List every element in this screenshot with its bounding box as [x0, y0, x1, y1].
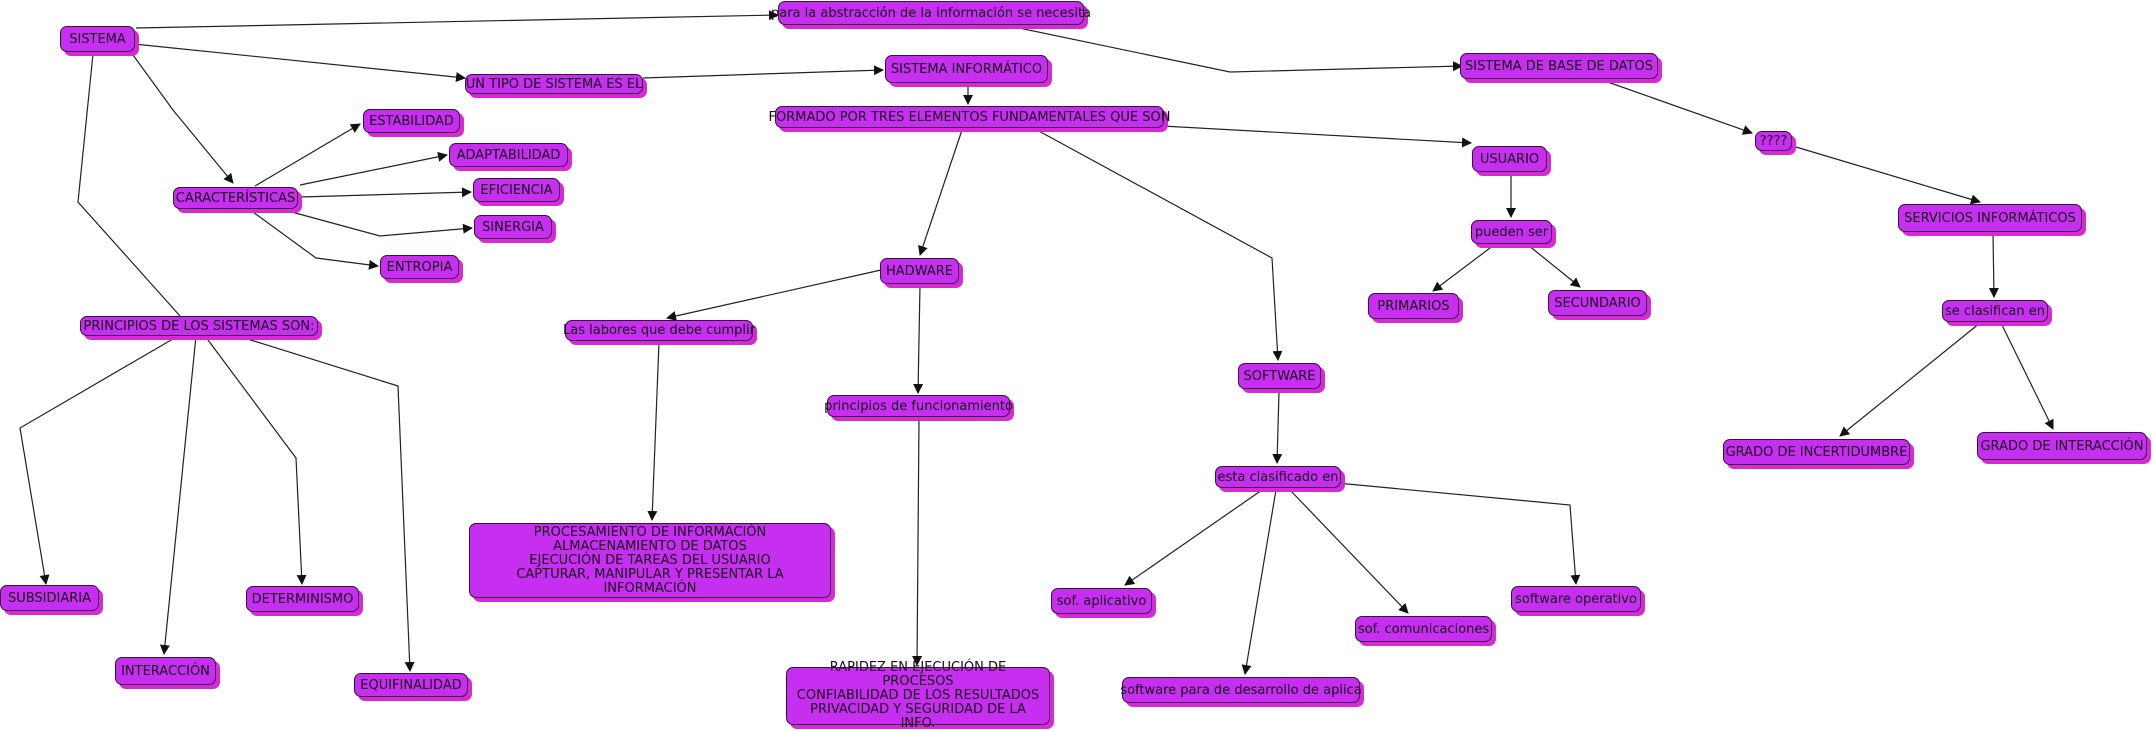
node-primarios[interactable]: PRIMARIOS: [1368, 293, 1459, 319]
link-pueden-secundario: [1527, 244, 1581, 288]
node-servicios-informaticos[interactable]: SERVICIOS INFORMÁTICOS: [1898, 204, 2082, 232]
link-hadware-funcionamiento: [913, 284, 924, 394]
node-pueden-ser[interactable]: pueden ser: [1471, 220, 1552, 244]
node-software-operativo[interactable]: software operativo: [1511, 586, 1641, 612]
node-esta-clasificado-en[interactable]: esta clasificado en: [1215, 466, 1341, 488]
node-formado-por-tres-elementos[interactable]: FORMADO POR TRES ELEMENTOS FUNDAMENTALES…: [769, 106, 1170, 128]
node-sinergia[interactable]: SINERGIA: [474, 215, 552, 239]
link-clasifican-incertidumbre: [1839, 322, 1981, 437]
link-tipo-informatico: [642, 65, 884, 79]
link-clas-aplicativo: [1124, 489, 1263, 586]
link-formado-usuario: [1161, 125, 1472, 148]
link-funcionamiento-rapidez: [912, 418, 923, 666]
node-secundario[interactable]: SECUNDARIO: [1548, 290, 1647, 316]
node-estabilidad[interactable]: ESTABILIDAD: [363, 109, 460, 133]
node-grado-interaccion[interactable]: GRADO DE INTERACCIÓN: [1977, 432, 2147, 460]
node-hadware[interactable]: HADWARE: [880, 258, 959, 284]
link-pri-determinismo: [204, 335, 307, 585]
link-clas-desarrollo: [1241, 489, 1277, 675]
link-clasifican-interaccion: [2000, 322, 2054, 430]
link-labores-procesamiento: [647, 341, 660, 521]
node-se-clasifican-en[interactable]: se clasifican en: [1942, 300, 2048, 322]
link-pri-subsidiaria: [19, 335, 179, 585]
link-car-adaptabilidad: [299, 151, 448, 186]
link-abstraccion-basedatos: [999, 23, 1463, 73]
link-sistema-abstraccion: [135, 10, 779, 29]
node-software[interactable]: SOFTWARE: [1238, 363, 1321, 389]
link-clas-operativo: [1336, 482, 1581, 585]
link-basedatos-interrogantes: [1601, 79, 1753, 135]
node-adaptabilidad[interactable]: ADAPTABILIDAD: [449, 143, 568, 167]
link-car-entropia: [252, 211, 379, 270]
node-principios[interactable]: PRINCIPIOS DE LOS SISTEMAS SON:: [80, 316, 318, 336]
link-pueden-primarios: [1432, 244, 1495, 292]
node-abstraccion[interactable]: para la abstracción de la información se…: [771, 1, 1091, 25]
link-pri-equifinalidad: [237, 335, 415, 672]
node-interrogantes[interactable]: ????: [1755, 131, 1792, 151]
link-sistema-tipo: [133, 43, 466, 83]
link-car-estabilidad: [254, 123, 361, 187]
node-sistema-informatico[interactable]: SISTEMA INFORMÁTICO: [885, 55, 1048, 83]
node-sof-aplicativo[interactable]: sof. aplicativo: [1051, 588, 1152, 614]
node-subsidiaria[interactable]: SUBSIDIARIA: [0, 585, 99, 611]
link-clas-comunicaciones: [1289, 489, 1409, 614]
node-interaccion[interactable]: INTERACCIÓN: [115, 657, 216, 685]
node-equifinalidad[interactable]: EQUIFINALIDAD: [354, 673, 468, 697]
link-hadware-labores: [666, 269, 882, 321]
link-pri-interaccion: [159, 335, 197, 655]
node-sistema-base-de-datos[interactable]: SISTEMA DE BASE DE DATOS: [1460, 53, 1658, 79]
node-sistema[interactable]: SISTEMA: [60, 26, 135, 52]
link-interrogantes-servicios: [1795, 146, 1981, 205]
node-rapidez[interactable]: RAPIDEZ EN EJECUCIÓN DE PROCESOS CONFIAB…: [786, 661, 1050, 731]
link-car-eficiencia: [299, 187, 472, 198]
link-formado-hadware: [918, 129, 963, 256]
node-procesamiento[interactable]: PROCESAMIENTO DE INFORMACIÓN ALMACENAMIE…: [469, 523, 831, 598]
node-caracteristicas[interactable]: CARACTERÍSTICAS: [173, 187, 298, 209]
node-tipo-de-sistema[interactable]: UN TIPO DE SISTEMA ES EL: [465, 74, 643, 94]
node-usuario[interactable]: USUARIO: [1472, 146, 1547, 172]
link-servicios-clasifican: [1988, 233, 1999, 298]
node-sof-comunicaciones[interactable]: sof. comunicaciones: [1355, 616, 1492, 642]
node-grado-incertidumbre[interactable]: GRADO DE INCERTIDUMBRE: [1723, 439, 1910, 465]
node-entropia[interactable]: ENTROPIA: [380, 255, 459, 279]
node-principios-funcionamiento[interactable]: principios de funcionamiento: [824, 395, 1013, 417]
node-eficiencia[interactable]: EFICIENCIA: [473, 178, 560, 202]
link-sistema-caracteristicas: [132, 54, 234, 184]
link-sistema-principios: [77, 53, 181, 317]
node-labores[interactable]: Las labores que debe cumplir: [563, 320, 755, 341]
node-software-desarrollo[interactable]: software para de desarrollo de aplica: [1120, 677, 1362, 703]
node-determinismo[interactable]: DETERMINISMO: [246, 586, 359, 612]
link-car-sinergia: [287, 210, 473, 237]
link-formado-software: [1036, 129, 1283, 361]
link-software-clasificado: [1272, 391, 1283, 464]
